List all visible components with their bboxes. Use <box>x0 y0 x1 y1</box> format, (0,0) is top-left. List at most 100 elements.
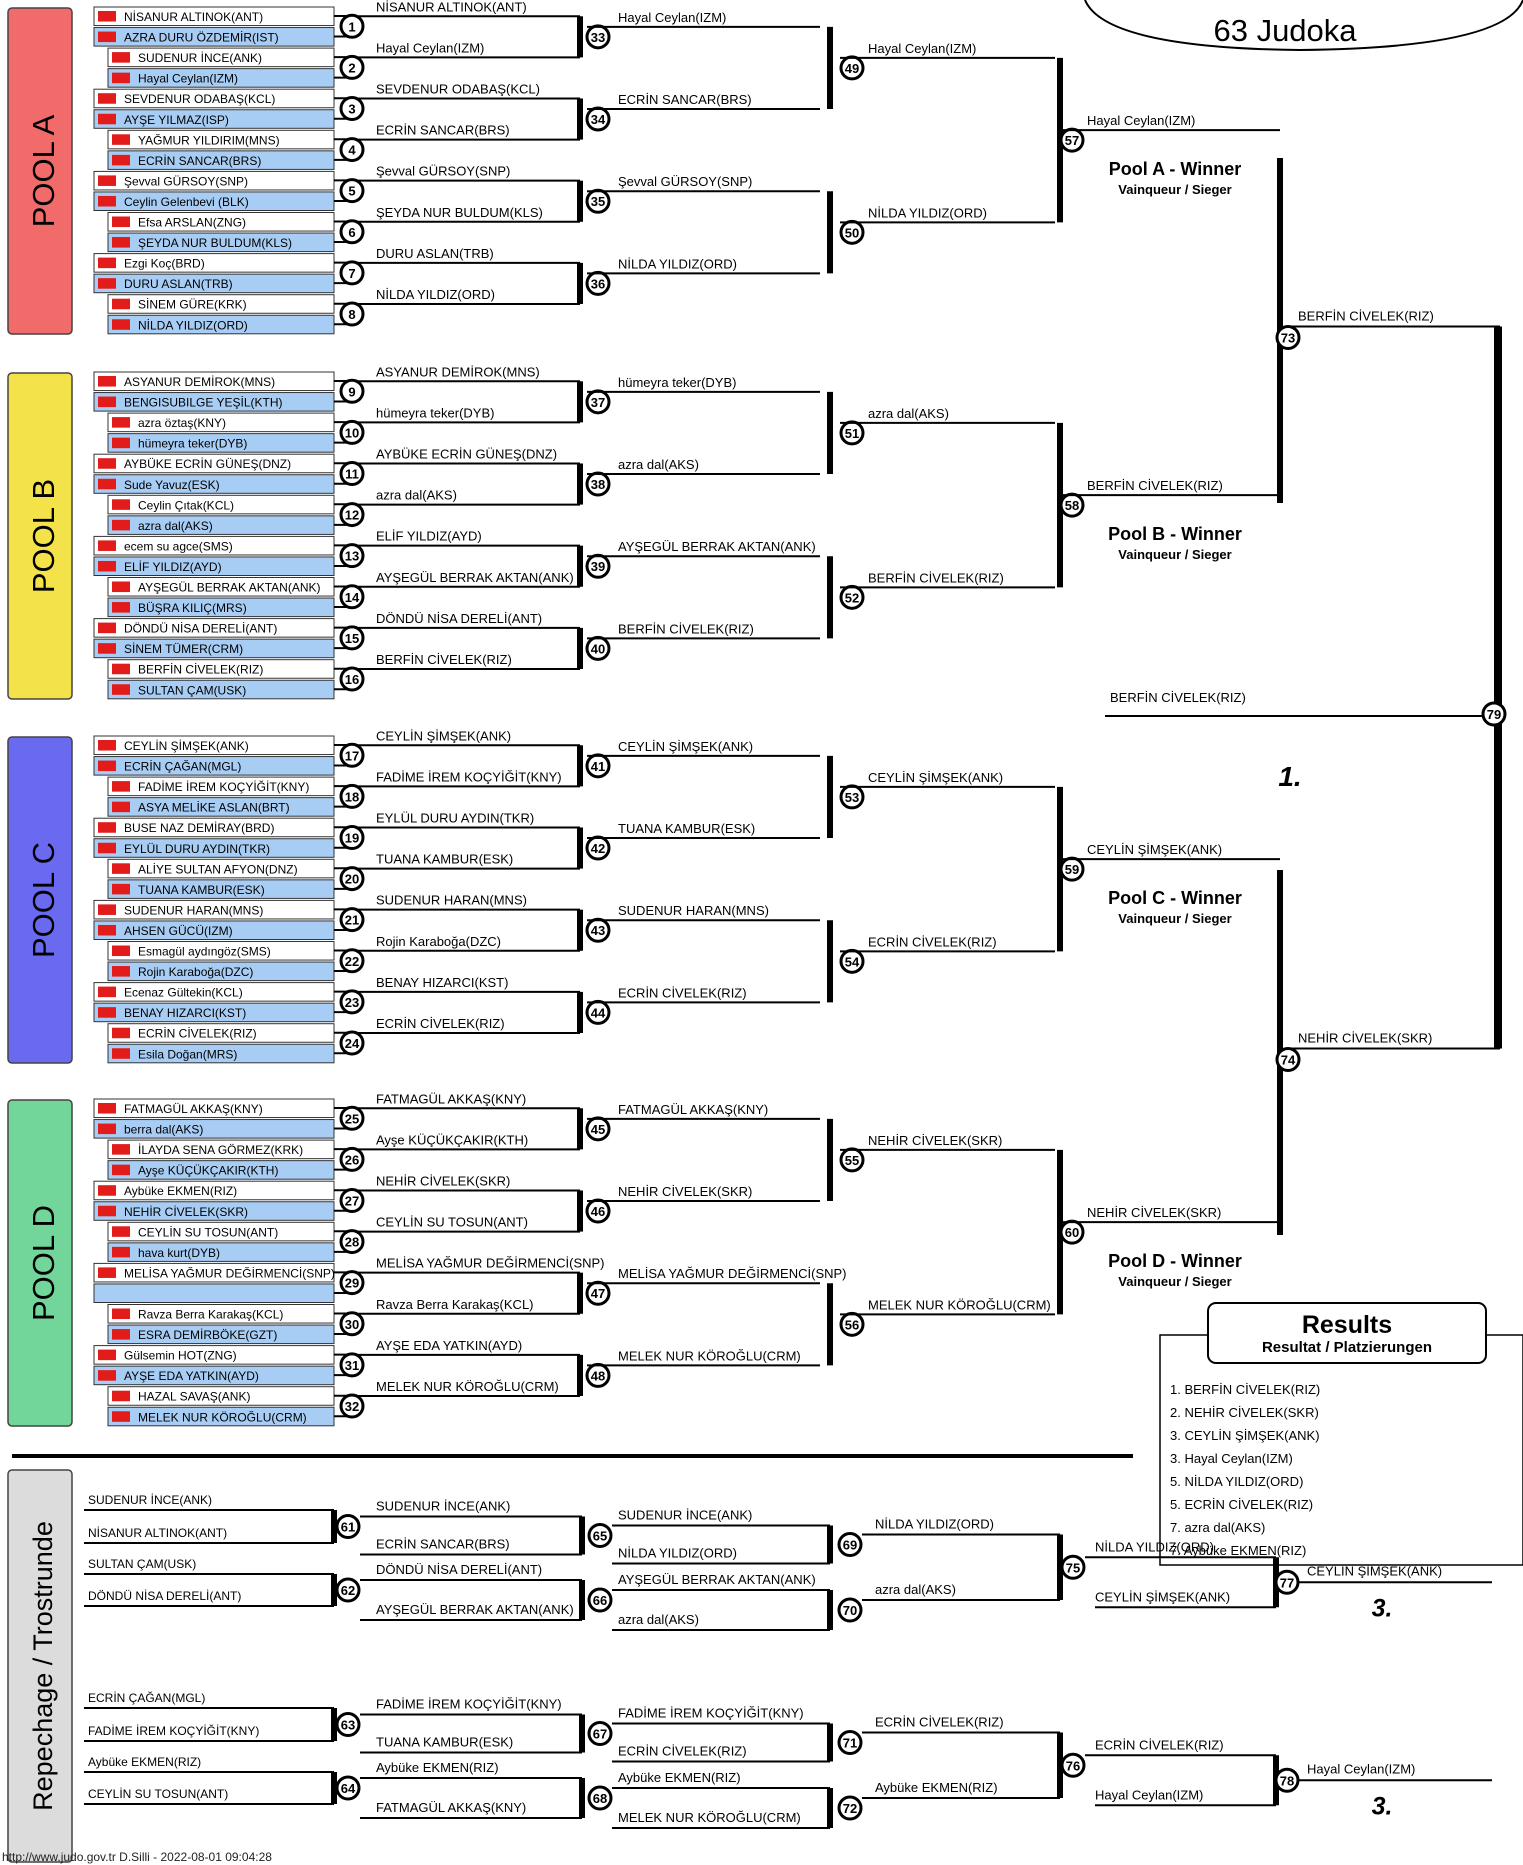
flag-icon <box>98 1123 116 1135</box>
flag-icon <box>112 966 130 977</box>
footer-text: http://www.judo.gov.tr D.Silli - 2022-08… <box>2 1850 272 1864</box>
competitor-name: TUANA KAMBUR(ESK) <box>138 883 265 897</box>
competitor-name: ECRİN ÇAĞAN(MGL) <box>124 759 241 774</box>
match-number: 5 <box>348 184 355 199</box>
match-number-badge <box>339 824 365 850</box>
match-number-badge <box>587 1587 613 1613</box>
match-number: 42 <box>591 841 605 856</box>
repechage-entrant: azra dal(AKS) <box>618 1612 699 1627</box>
match-number: 10 <box>345 425 359 440</box>
bronze-winner: CEYLİN ŞİMŞEK(ANK) <box>1307 1563 1442 1578</box>
flag-icon <box>98 540 116 551</box>
match-number: 58 <box>1065 498 1079 513</box>
match-number-badge <box>339 1030 365 1056</box>
round2-winner: hümeyra teker(DYB) <box>618 375 736 390</box>
flag-icon <box>112 1329 130 1340</box>
round3-winner: NİLDA YILDIZ(ORD) <box>868 205 987 220</box>
pool-winner-name: NEHİR CİVELEK(SKR) <box>1087 1205 1221 1220</box>
match-number-badge <box>339 13 365 39</box>
flag-icon <box>112 883 130 895</box>
pool-winner-subtitle: Vainqueur / Sieger <box>1118 1274 1231 1289</box>
flag-icon <box>98 458 116 469</box>
flag-icon <box>98 396 116 408</box>
match-number-badge <box>837 1795 863 1821</box>
competitor-name: AHSEN GÜCÜ(IZM) <box>124 924 233 938</box>
flag-icon <box>98 1349 116 1361</box>
place-third: 3. <box>1372 1594 1393 1622</box>
repechage-winner: AYŞEGÜL BERRAK AKTAN(ANK) <box>618 1572 816 1587</box>
match-number: 47 <box>591 1286 605 1301</box>
competitor-name: EYLÜL DURU AYDIN(TKR) <box>124 842 270 856</box>
flag-icon <box>98 478 116 490</box>
results-subtitle: Resultat / Platzierungen <box>1262 1339 1432 1356</box>
competitor-name: azra öztaş(KNY) <box>138 416 226 430</box>
flag-icon <box>112 1164 130 1176</box>
match-number-badge <box>1275 325 1301 350</box>
flag-icon <box>112 863 130 874</box>
match-number: 50 <box>845 225 859 240</box>
repechage-entrant: AYŞEGÜL BERRAK AKTAN(ANK) <box>376 1602 574 1617</box>
competitor-name: ASYA MELİKE ASLAN(BRT) <box>138 801 290 815</box>
competitor-name: DURU ASLAN(TRB) <box>124 277 233 291</box>
match-number: 21 <box>345 913 359 928</box>
competitor-name: Ceylin Gelenbevi (BLK) <box>124 195 249 209</box>
match-number-badge <box>339 260 365 286</box>
pool-winner-title: Pool B - Winner <box>1108 524 1242 544</box>
round1-winner: ASYANUR DEMİROK(MNS) <box>376 364 540 379</box>
match-number: 74 <box>1281 1053 1296 1068</box>
flag-icon <box>112 581 130 593</box>
semifinal-winner: NEHİR CİVELEK(SKR) <box>1298 1031 1432 1046</box>
match-number: 61 <box>341 1520 355 1535</box>
flag-icon <box>112 663 130 675</box>
round2-winner: NİLDA YILDIZ(ORD) <box>618 256 737 271</box>
match-number-badge <box>339 1229 365 1255</box>
repechage-winner: ECRİN CİVELEK(RIZ) <box>875 1715 1004 1730</box>
match-number-badge <box>339 178 365 204</box>
flag-icon <box>98 740 116 751</box>
competitor-name: hava kurt(DYB) <box>138 1246 220 1260</box>
repechage-winner: azra dal(AKS) <box>875 1582 956 1597</box>
match-number: 43 <box>591 923 605 938</box>
round2-winner: azra dal(AKS) <box>618 457 699 472</box>
match-number-badge <box>339 1270 365 1296</box>
competitor-name: ALİYE SULTAN AFYON(DNZ) <box>138 862 298 876</box>
match-number-badge <box>1060 1554 1086 1580</box>
flag-icon <box>98 1007 116 1018</box>
match-number: 23 <box>345 995 359 1010</box>
round2-winner: NEHİR CİVELEK(SKR) <box>618 1184 752 1199</box>
flag-icon <box>98 986 116 998</box>
round1-winner: Hayal Ceylan(IZM) <box>376 40 484 55</box>
flag-icon <box>112 216 130 228</box>
match-number-badge <box>339 1393 365 1419</box>
match-number: 4 <box>348 143 356 158</box>
result-item: 2. NEHİR CİVELEK(SKR) <box>1170 1405 1319 1420</box>
judoka-count: 63 Judoka <box>1213 13 1357 48</box>
repechage-competitor: Aybüke EKMEN(RIZ) <box>88 1755 201 1769</box>
competitor-name: FATMAGÜL AKKAŞ(KNY) <box>124 1102 263 1116</box>
flag-icon <box>112 1246 130 1258</box>
competitor-name: BENAY HIZARCI(KST) <box>124 1006 246 1020</box>
competitor-name: NİSANUR ALTINOK(ANT) <box>124 10 263 24</box>
flag-icon <box>98 904 116 915</box>
round1-winner: CEYLİN SU TOSUN(ANT) <box>376 1215 528 1230</box>
place-third: 3. <box>1372 1792 1393 1820</box>
match-number: 33 <box>591 30 605 45</box>
flag-icon <box>112 72 130 84</box>
flag-icon <box>98 376 116 387</box>
round1-winner: AYBÜKE ECRİN GÜNEŞ(DNZ) <box>376 446 557 461</box>
round1-winner: ELİF YILDIZ(AYD) <box>376 529 482 544</box>
round2-winner: ECRİN SANCAR(BRS) <box>618 92 752 107</box>
pool-label: POOL A <box>26 114 61 227</box>
competitor-name: SİNEM TÜMER(CRM) <box>124 642 243 656</box>
results-box <box>1159 1334 1523 1566</box>
header-oval <box>1084 0 1523 52</box>
round1-winner: AYŞE EDA YATKIN(AYD) <box>376 1338 522 1353</box>
round3-winner: CEYLİN ŞİMŞEK(ANK) <box>868 770 1003 785</box>
match-number-badge <box>339 378 365 404</box>
match-number-badge <box>837 1597 863 1623</box>
repechage-competitor: ECRİN ÇAĞAN(MGL) <box>88 1690 205 1705</box>
match-number: 11 <box>345 466 359 481</box>
flag-icon <box>98 1103 116 1114</box>
repechage-winner: SUDENUR İNCE(ANK) <box>376 1499 510 1514</box>
